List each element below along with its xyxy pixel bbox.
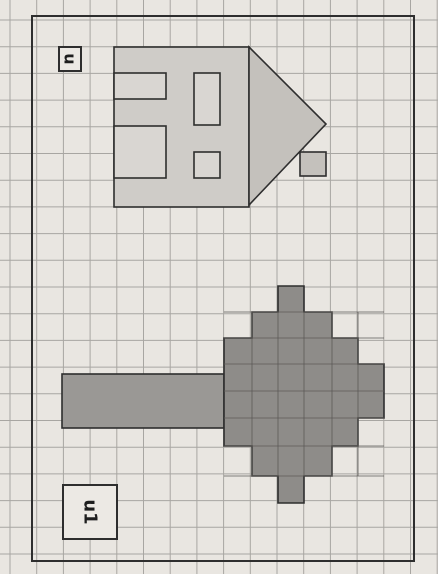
house-chimney — [300, 152, 326, 176]
tree-trunk — [62, 374, 224, 428]
house-window-4 — [194, 152, 220, 178]
house-window-2 — [114, 126, 166, 178]
house-window-1 — [114, 73, 166, 99]
label-u-box: u — [58, 46, 82, 72]
label-u1-text: u1 — [81, 499, 99, 524]
house-window-3 — [194, 73, 220, 125]
label-u-text: u — [62, 53, 78, 64]
label-u1-box: u1 — [62, 484, 118, 540]
